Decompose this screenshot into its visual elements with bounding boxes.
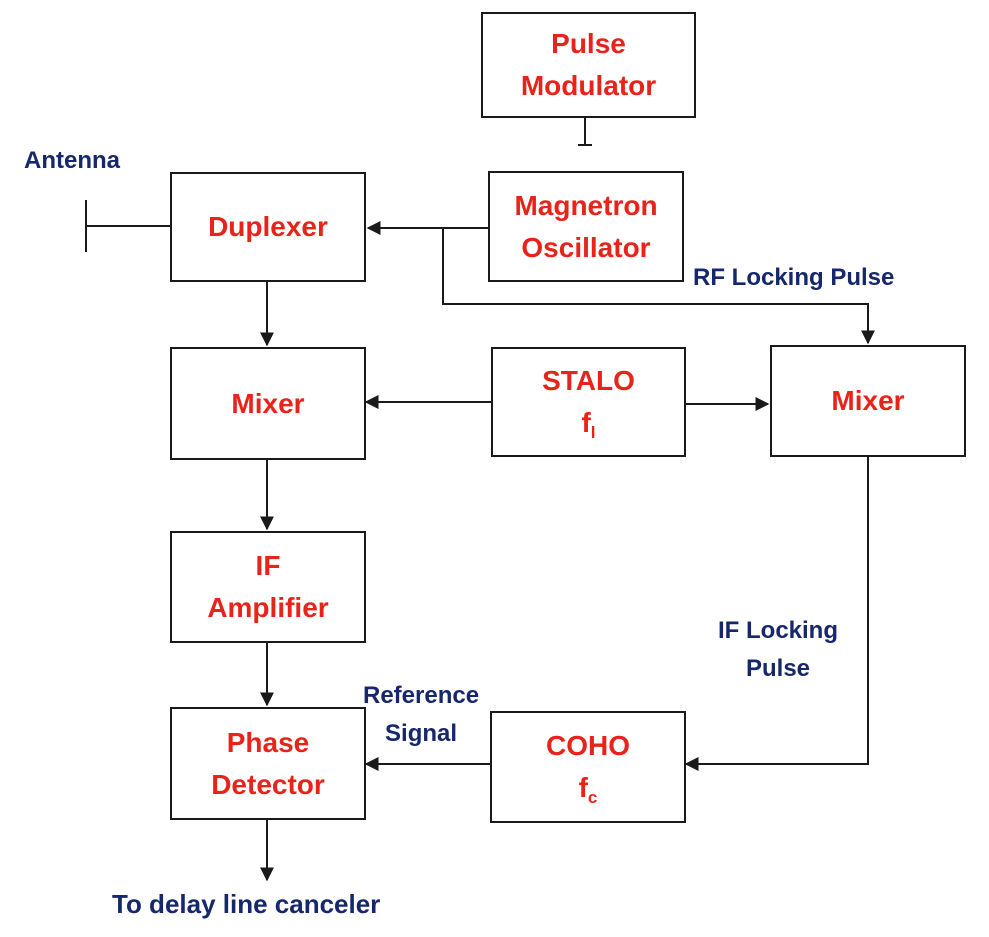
reference-signal-line1: Reference <box>363 682 480 709</box>
reference-signal-line2: Signal <box>385 720 458 747</box>
pulse-modulator-line1: Pulse <box>551 28 626 59</box>
reference-signal-label: Reference Signal <box>363 677 479 753</box>
phase-detector-line1: Phase <box>226 726 310 758</box>
coho-frequency: fc <box>579 767 598 809</box>
stalo-frequency: fl <box>581 402 595 444</box>
duplexer-block: Duplexer <box>170 172 366 282</box>
phase-detector-line2: Detector <box>211 768 325 800</box>
phase-detector-block: Phase Detector <box>170 707 366 820</box>
coho-label: COHO <box>546 730 630 761</box>
if-amplifier-line2: Amplifier <box>207 592 329 623</box>
magnetron-oscillator-line2: Oscillator <box>521 231 651 263</box>
pulse-modulator-block: Pulse Modulator <box>481 12 696 118</box>
stalo-frequency-symbol: f <box>581 407 591 438</box>
if-locking-pulse-line2: Pulse <box>745 655 811 682</box>
if-locking-pulse-line1: IF Locking <box>718 617 838 644</box>
coho-block: COHO fc <box>490 711 686 823</box>
coho-frequency-symbol: f <box>578 772 588 803</box>
coho-frequency-subscript: c <box>587 788 598 807</box>
mixer-left-block: Mixer <box>170 347 366 460</box>
mixer-left-label: Mixer <box>231 387 305 419</box>
antenna-label: Antenna <box>24 147 120 174</box>
mixer-right-label: Mixer <box>831 385 905 416</box>
wire-if-locking-pulse <box>684 457 869 771</box>
if-amplifier-block: IF Amplifier <box>170 531 366 643</box>
output-label: To delay line canceler <box>112 889 381 919</box>
stalo-block: STALO fl <box>491 347 686 457</box>
stalo-label: STALO <box>542 365 635 396</box>
if-locking-pulse-label: IF Locking Pulse <box>718 612 838 688</box>
stalo-frequency-subscript: l <box>590 423 596 442</box>
rf-locking-pulse-label: RF Locking Pulse <box>693 264 895 291</box>
wire-rf-locking-pulse <box>442 228 875 345</box>
magnetron-oscillator-line1: Magnetron <box>514 189 658 221</box>
mixer-right-block: Mixer <box>770 345 966 457</box>
magnetron-oscillator-block: Magnetron Oscillator <box>488 171 684 282</box>
if-amplifier-line1: IF <box>255 550 281 581</box>
pulse-modulator-line2: Modulator <box>520 70 657 101</box>
duplexer-label: Duplexer <box>208 211 328 242</box>
